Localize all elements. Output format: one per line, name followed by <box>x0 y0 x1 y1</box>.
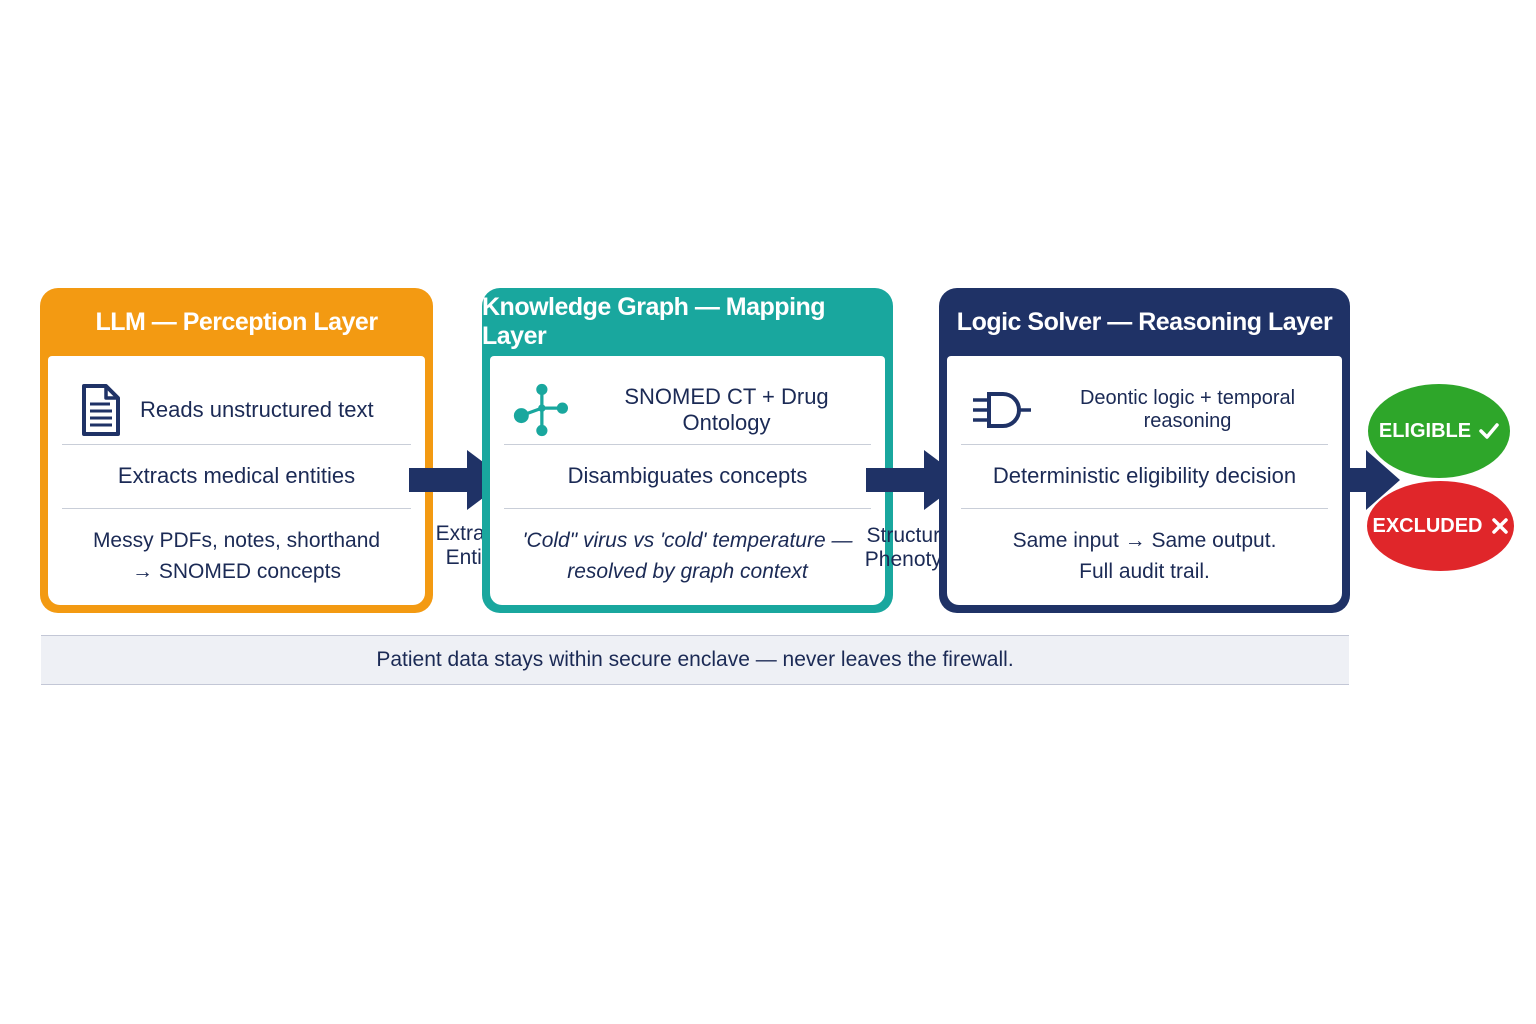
panel-top-text: Reads unstructured text <box>140 397 374 422</box>
panel-bottom-line: Messy PDFs, notes, shorthand <box>92 529 381 552</box>
excluded-label: EXCLUDED <box>1372 514 1483 537</box>
panel-top-row: Deontic logic + temporal reasoning <box>961 376 1328 445</box>
panel-bottom-line: → SNOMED concepts <box>132 560 341 583</box>
knowledge-graph-panel: Knowledge Graph — Mapping Layer SNOMED C… <box>482 288 893 613</box>
panel-mid-text: Disambiguates concepts <box>504 444 871 509</box>
panel-title: Knowledge Graph — Mapping Layer <box>482 293 826 350</box>
logic-gate-icon <box>973 392 1031 428</box>
cross-icon <box>1491 518 1508 534</box>
check-icon <box>1479 423 1499 439</box>
panel-title: Logic Solver — Reasoning Layer <box>956 307 1333 336</box>
panel-mid-text: Deterministic eligibility decision <box>961 444 1328 509</box>
eligible-label: ELIGIBLE <box>1378 419 1472 442</box>
panel-body: Deontic logic + temporal reasoning Deter… <box>947 356 1342 605</box>
panel-mid-text: Extracts medical entities <box>62 444 411 509</box>
panel-bottom-line: Same input → Same output. <box>1012 529 1277 552</box>
llm-perception-panel: LLM — Perception Layer Reads unstructure… <box>40 288 433 613</box>
logic-solver-panel: Logic Solver — Reasoning Layer Deontic l… <box>939 288 1350 613</box>
panel-top-text: SNOMED CT + Drug Ontology <box>624 384 829 435</box>
graph-node-icon <box>513 383 568 437</box>
panel-title: LLM — Perception Layer <box>95 307 378 336</box>
arrow-to-outcomes <box>1342 450 1400 510</box>
document-icon <box>82 384 120 436</box>
panel-bottom-line: Full audit trail. <box>1079 560 1210 583</box>
excluded-badge: EXCLUDED <box>1367 481 1514 571</box>
panel-bottom-line: resolved by graph context <box>567 560 808 583</box>
footer-note: Patient data stays within secure enclave… <box>41 635 1349 685</box>
panel-top-row: Reads unstructured text <box>62 376 411 445</box>
panel-bottom-text: Messy PDFs, notes, shorthand → SNOMED co… <box>62 508 411 604</box>
panel-bottom-line: 'Cold" virus vs 'cold' temperature — <box>522 529 853 552</box>
panel-top-text: Deontic logic + temporal reasoning <box>1079 387 1296 432</box>
panel-bottom-text: 'Cold" virus vs 'cold' temperature — res… <box>504 508 871 604</box>
panel-top-row: SNOMED CT + Drug Ontology <box>504 376 871 445</box>
panel-body: SNOMED CT + Drug Ontology Disambiguates … <box>490 356 885 605</box>
panel-bottom-text: Same input → Same output. Full audit tra… <box>961 508 1328 604</box>
panel-body: Reads unstructured text Extracts medical… <box>48 356 425 605</box>
eligible-badge: ELIGIBLE <box>1368 384 1510 478</box>
